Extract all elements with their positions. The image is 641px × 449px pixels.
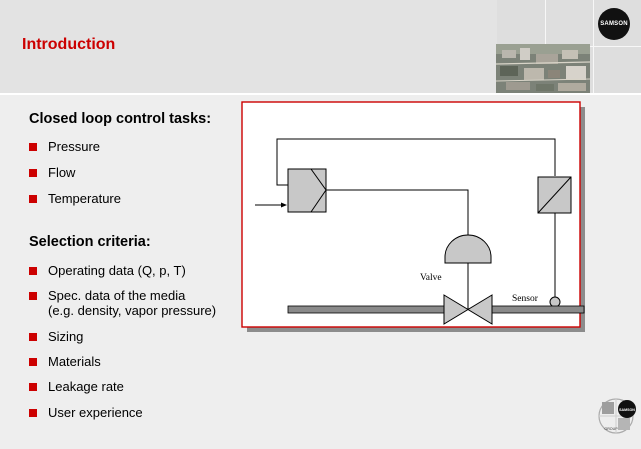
bullet-square-icon [29, 195, 37, 203]
bullet-square-icon [29, 333, 37, 341]
selection-criteria-list: Operating data (Q, p, T) Spec. data of t… [29, 263, 216, 420]
valve-label: Valve [420, 273, 442, 283]
list-item: User experience [29, 405, 216, 420]
list-item: Sizing [29, 329, 216, 344]
bullet-square-icon [29, 383, 37, 391]
bullet-square-icon [29, 143, 37, 151]
feedback-line [276, 138, 556, 186]
transmitter-diagonal [537, 176, 572, 214]
bullet-square-icon [29, 267, 37, 275]
actuator-icon [444, 234, 492, 264]
control-tasks-list: Pressure Flow Temperature [29, 139, 121, 206]
svg-text:SAMSON: SAMSON [619, 408, 635, 412]
input-arrowhead [281, 202, 287, 208]
sensor-icon [549, 296, 561, 308]
samson-logo: SAMSON [598, 8, 630, 40]
header-band [0, 0, 497, 93]
sensor-label: Sensor [512, 294, 539, 304]
bullet-square-icon [29, 169, 37, 177]
page-title: Introduction [22, 36, 116, 53]
control-signal-line [326, 189, 469, 236]
bullet-square-icon [29, 292, 37, 300]
section-heading-selection-criteria: Selection criteria: [29, 234, 151, 250]
header-separator [0, 93, 641, 95]
valve-body-left [443, 294, 469, 325]
list-item: Spec. data of the media [29, 288, 216, 303]
aerial-photo-image [496, 44, 590, 93]
valve-body-right [467, 294, 493, 325]
pipe-right [491, 305, 585, 314]
list-item: Pressure [29, 139, 121, 154]
section-heading-control-tasks: Closed loop control tasks: [29, 111, 212, 127]
pipe-left [287, 305, 445, 314]
samson-group-logo: SAMSON GROUP [598, 398, 636, 434]
list-item-continuation: (e.g. density, vapor pressure) [48, 303, 217, 318]
list-item: Flow [29, 165, 121, 180]
bullet-square-icon [29, 358, 37, 366]
list-item: Materials [29, 354, 216, 369]
control-loop-diagram: Valve Sensor [241, 101, 585, 332]
bullet-square-icon [29, 409, 37, 417]
svg-text:GROUP: GROUP [604, 427, 618, 431]
list-item: Temperature [29, 191, 121, 206]
controller-box [287, 168, 327, 213]
list-item: Operating data (Q, p, T) [29, 263, 216, 278]
list-item: Leakage rate [29, 379, 216, 394]
